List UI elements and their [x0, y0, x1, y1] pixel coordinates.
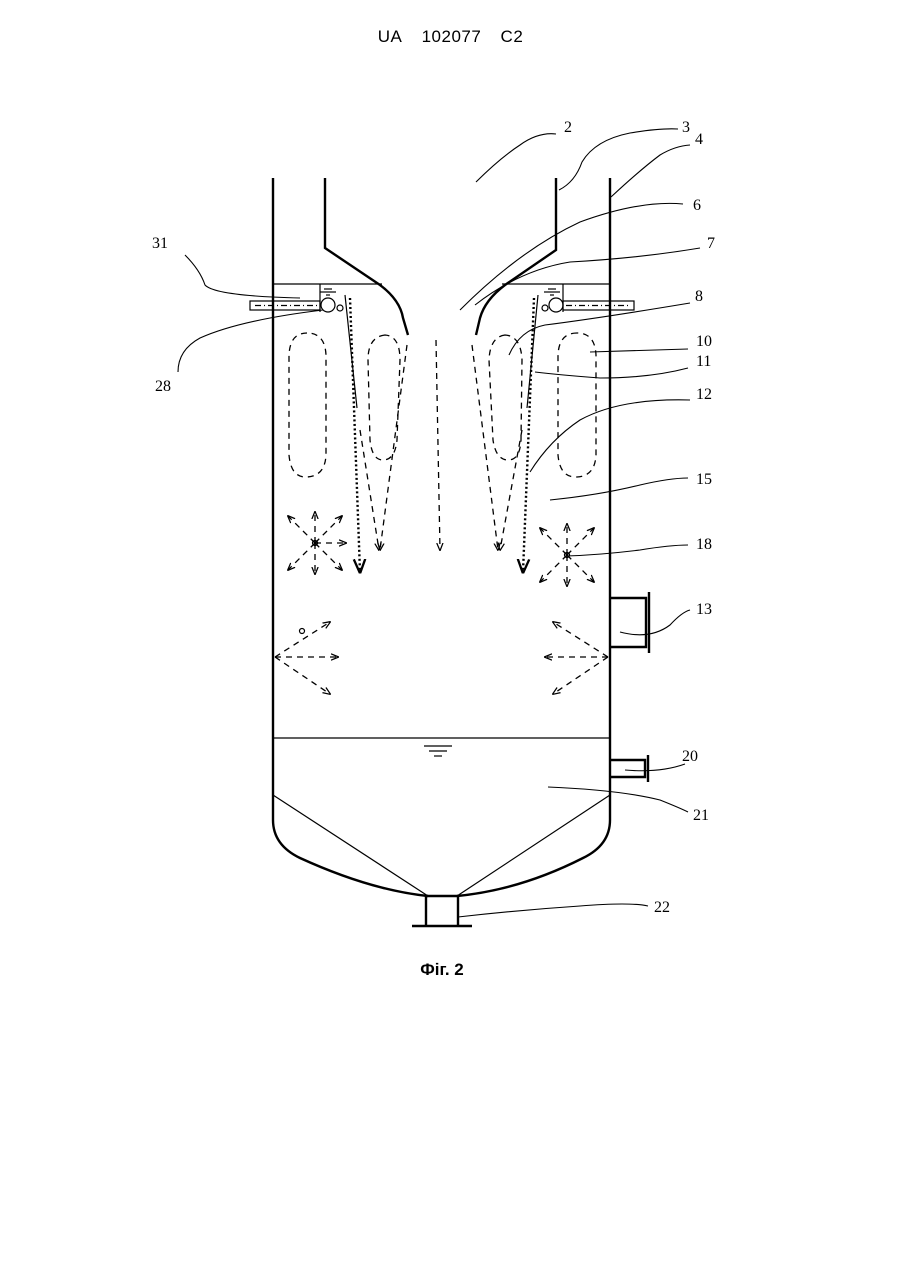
left-spray-star [288, 512, 346, 574]
side-nozzle-20 [610, 760, 645, 777]
left-inlet-nozzle [325, 178, 408, 335]
label-8: 8 [695, 288, 703, 305]
label-6: 6 [693, 197, 701, 214]
bottom-outlet-22 [426, 896, 458, 925]
label-31: 31 [152, 235, 168, 252]
label-13: 13 [696, 601, 712, 618]
leader-lines [178, 129, 700, 917]
label-20: 20 [682, 748, 698, 765]
dashed-flow-lines [360, 340, 522, 550]
right-dotted-stream [523, 298, 534, 572]
vessel-shell [273, 178, 610, 896]
label-15: 15 [696, 471, 712, 488]
label-22: 22 [654, 899, 670, 916]
left-wall-spray [275, 622, 338, 694]
side-nozzle-13 [610, 598, 646, 647]
label-11: 11 [696, 353, 711, 370]
liquid-level-symbol [424, 746, 452, 756]
bottom-cone-left [273, 795, 428, 896]
label-12: 12 [696, 386, 712, 403]
bottom-cone-right [457, 795, 610, 896]
circulation-loops [289, 333, 596, 477]
label-3: 3 [682, 119, 690, 136]
label-2: 2 [564, 119, 572, 136]
left-dotted-stream [350, 298, 360, 572]
label-7: 7 [707, 235, 715, 252]
label-18: 18 [696, 536, 712, 553]
right-wall-spray [545, 622, 608, 694]
label-10: 10 [696, 333, 712, 350]
label-28: 28 [155, 378, 171, 395]
label-4: 4 [695, 131, 703, 148]
label-21: 21 [693, 807, 709, 824]
right-spray-pipe [542, 284, 634, 312]
figure-caption: Фіг. 2 [0, 960, 884, 980]
